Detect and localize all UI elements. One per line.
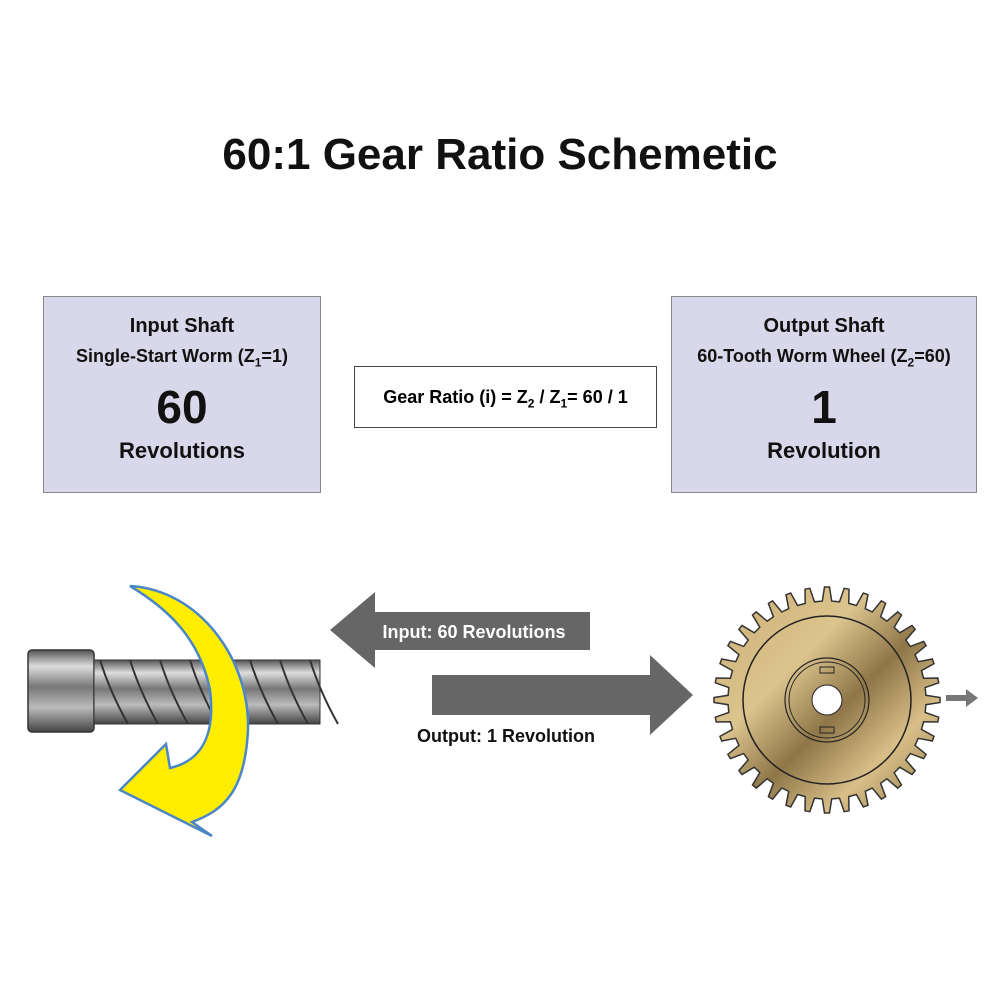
- worm-thread: [99, 659, 129, 725]
- input-unit: Revolutions: [119, 437, 245, 463]
- worm-screw: [27, 649, 339, 733]
- output-value: 1: [811, 380, 837, 433]
- input-heading: Input Shaft: [129, 315, 235, 337]
- input-arrow-icon: [330, 592, 590, 668]
- output-arrow-label: Output: 1 Revolution: [417, 726, 595, 746]
- worm-thread: [249, 659, 279, 725]
- output-shaft-box: Output Shaft 60-Tooth Worm Wheel (Z2=60)…: [671, 296, 977, 493]
- output-direction-arrow-icon: [946, 689, 978, 707]
- worm-thread: [309, 659, 339, 725]
- worm-thread: [279, 659, 309, 725]
- rotation-arrow-icon: [117, 584, 250, 838]
- gear-ratio-formula: Gear Ratio (i) = Z2 / Z1= 60 / 1: [354, 366, 657, 428]
- output-arrow-icon: [432, 655, 693, 735]
- output-subtitle: 60-Tooth Worm Wheel (Z2=60): [697, 346, 951, 370]
- worm-thread: [129, 659, 159, 725]
- worm-wheel-gear: [713, 586, 941, 814]
- worm-thread: [159, 659, 189, 725]
- input-subtitle: Single-Start Worm (Z1=1): [76, 346, 288, 370]
- output-unit: Revolution: [767, 437, 881, 463]
- diagram-title: 60:1 Gear Ratio Schemetic: [222, 130, 778, 179]
- input-shaft-box: Input Shaft Single-Start Worm (Z1=1) 60 …: [43, 296, 321, 493]
- output-heading: Output Shaft: [763, 315, 885, 337]
- input-value: 60: [156, 380, 208, 433]
- input-arrow-label: Input: 60 Revolutions: [382, 622, 565, 642]
